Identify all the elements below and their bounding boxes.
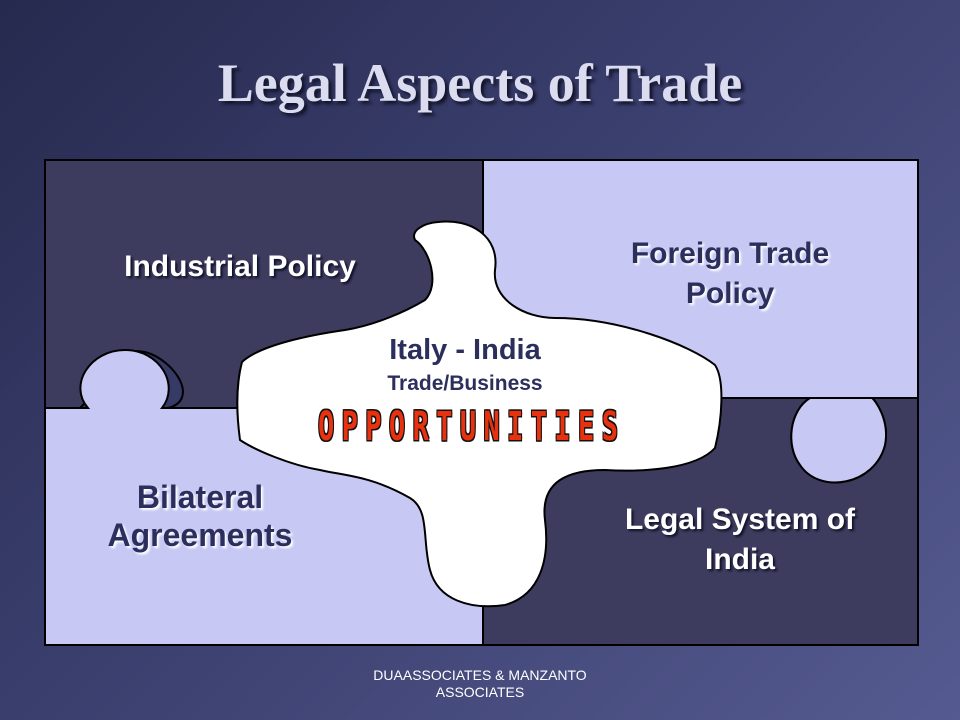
label-bilateral-agreements: Bilateral Agreements [70,478,330,554]
opportunities-letter: U [459,404,477,451]
opportunities-letter: E [578,404,595,451]
footer-line2: ASSOCIATES [435,684,525,700]
opportunities-letter: I [507,404,524,451]
label-foreign-trade-line2: Policy [685,277,775,310]
slide-footer: DUAASSOCIATES & MANZANTO ASSOCIATES [330,667,630,701]
puzzle-piece-center [236,220,723,608]
opportunities-letter: P [365,404,382,451]
center-title: Italy - India [389,334,541,366]
opportunities-letter: T [436,404,453,451]
opportunities-letter: O [318,404,335,451]
label-legal-system: Legal System of India [580,500,900,580]
label-legal-line1: Legal System of [624,503,856,536]
label-legal-line2: India [704,543,775,576]
opportunities-letter: I [554,404,571,451]
label-bilateral-line2: Agreements [107,517,293,553]
opportunities-letter: S [601,404,618,451]
center-subtitle: Trade/Business [387,372,543,395]
opportunities-letter: O [388,404,406,451]
label-foreign-trade-policy: Foreign Trade Policy [585,234,875,314]
puzzle-knob [790,397,887,484]
opportunities-letter: P [341,404,358,451]
label-foreign-trade-line1: Foreign Trade [630,237,830,270]
opportunities-letter: R [412,404,429,451]
label-bilateral-line1: Bilateral [136,479,264,515]
label-industrial-policy: Industrial Policy [124,250,356,283]
footer-line1: DUAASSOCIATES & MANZANTO [373,667,587,683]
slide-title: Legal Aspects of Trade [217,53,743,113]
opportunities-letter: N [483,404,500,451]
opportunities-letter: T [530,404,548,451]
